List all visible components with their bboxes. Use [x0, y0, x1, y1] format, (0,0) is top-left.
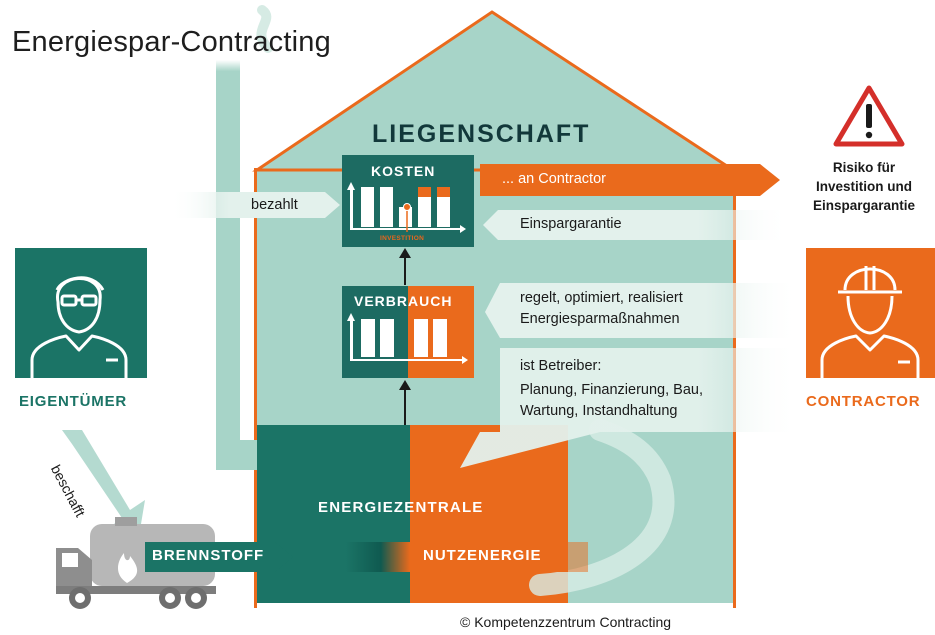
- an-contractor-label: ... an Contractor: [502, 171, 606, 187]
- contractor-card: [806, 248, 935, 378]
- liegenschaft-label: LIEGENSCHAFT: [372, 120, 591, 148]
- betreiber-arrow: [460, 348, 800, 468]
- beschafft-arrow: [62, 430, 145, 530]
- regelt-line-2: Energiesparmaßnahmen: [520, 311, 680, 327]
- risk-text: Risiko für Investition und Einspargarant…: [793, 158, 935, 215]
- risk-line-3: Einspargarantie: [812, 198, 916, 213]
- regelt-arrow: [485, 283, 800, 338]
- page-title: Energiespar-Contracting: [12, 26, 331, 58]
- einspargarantie-label: Einspargarantie: [520, 216, 622, 232]
- betreiber-line-2: Planung, Finanzierung, Bau,: [520, 382, 703, 398]
- energiezentrale-block: [257, 419, 733, 603]
- flow-arrows: [399, 248, 411, 425]
- contractor-person-icon: [820, 266, 920, 378]
- fuel-strip: [145, 542, 588, 572]
- an-contractor-arrow: [480, 164, 780, 196]
- owner-card: [15, 248, 147, 378]
- owner-person-icon: [30, 276, 128, 378]
- warning-icon: [833, 85, 905, 147]
- eigentuemer-label: EIGENTÜMER: [19, 393, 128, 410]
- bezahlt-label: bezahlt: [251, 197, 298, 213]
- bezahlt-arrow: [170, 192, 340, 218]
- brennstoff-label: BRENNSTOFF: [152, 547, 265, 564]
- risk-line-2: Investition und: [816, 179, 912, 194]
- verbrauch-box: [342, 286, 474, 378]
- chimney: [216, 100, 258, 470]
- investition-caption: INVESTITION: [380, 235, 425, 242]
- verbrauch-title: VERBRAUCH: [354, 293, 453, 309]
- contractor-label: CONTRACTOR: [806, 393, 921, 410]
- regelt-line-1: regelt, optimiert, realisiert: [520, 290, 683, 306]
- flame-icon: [117, 553, 138, 583]
- nutzenergie-label: NUTZENERGIE: [423, 547, 542, 564]
- energiezentrale-label: ENERGIEZENTRALE: [318, 499, 484, 516]
- einspargarantie-arrow: [483, 210, 790, 240]
- risk-line-1: Risiko für: [832, 160, 896, 175]
- kosten-box: [342, 155, 474, 247]
- kosten-title: KOSTEN: [371, 163, 436, 179]
- betreiber-line-3: Wartung, Instandhaltung: [520, 403, 678, 419]
- betreiber-line-1: ist Betreiber:: [520, 358, 602, 374]
- copyright: © Kompetenzzentrum Contracting: [460, 614, 672, 630]
